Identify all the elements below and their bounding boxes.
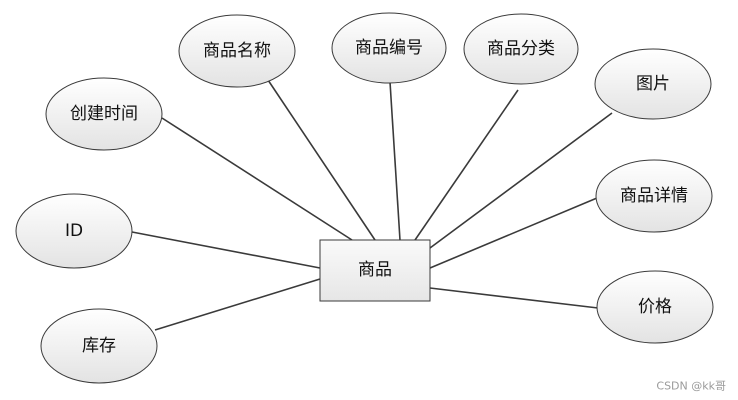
attribute-code: 商品编号	[331, 12, 447, 84]
attribute-stock: 库存	[40, 308, 158, 384]
attribute-id: ID	[15, 193, 133, 269]
edge-detail	[429, 197, 598, 269]
attribute-label-category: 商品分类	[487, 39, 555, 59]
attribute-label-stock: 库存	[82, 336, 116, 356]
attribute-label-detail: 商品详情	[620, 186, 688, 206]
edge-code	[389, 81, 401, 241]
attribute-detail: 商品详情	[595, 159, 713, 233]
attribute-label-image: 图片	[636, 74, 670, 94]
edge-price	[429, 287, 599, 309]
attribute-label-code: 商品编号	[355, 38, 423, 58]
attribute-price: 价格	[596, 270, 714, 344]
attribute-image: 图片	[594, 48, 712, 120]
edge-created	[161, 117, 353, 241]
attribute-label-name: 商品名称	[203, 41, 271, 61]
attribute-created: 创建时间	[45, 77, 163, 151]
edge-category	[414, 89, 519, 241]
attribute-label-created: 创建时间	[70, 104, 138, 124]
edge-name	[267, 79, 376, 241]
watermark: CSDN @kk哥	[656, 380, 726, 393]
edge-image	[429, 112, 613, 249]
edge-id	[131, 231, 321, 269]
entity-label: 商品	[358, 260, 392, 280]
attribute-label-id: ID	[65, 221, 83, 241]
attribute-category: 商品分类	[463, 13, 579, 85]
edge-stock	[154, 278, 321, 331]
connectors	[131, 79, 613, 331]
entity-product: 商品	[319, 239, 431, 302]
attribute-label-price: 价格	[638, 297, 672, 317]
attribute-name: 商品名称	[178, 14, 296, 88]
